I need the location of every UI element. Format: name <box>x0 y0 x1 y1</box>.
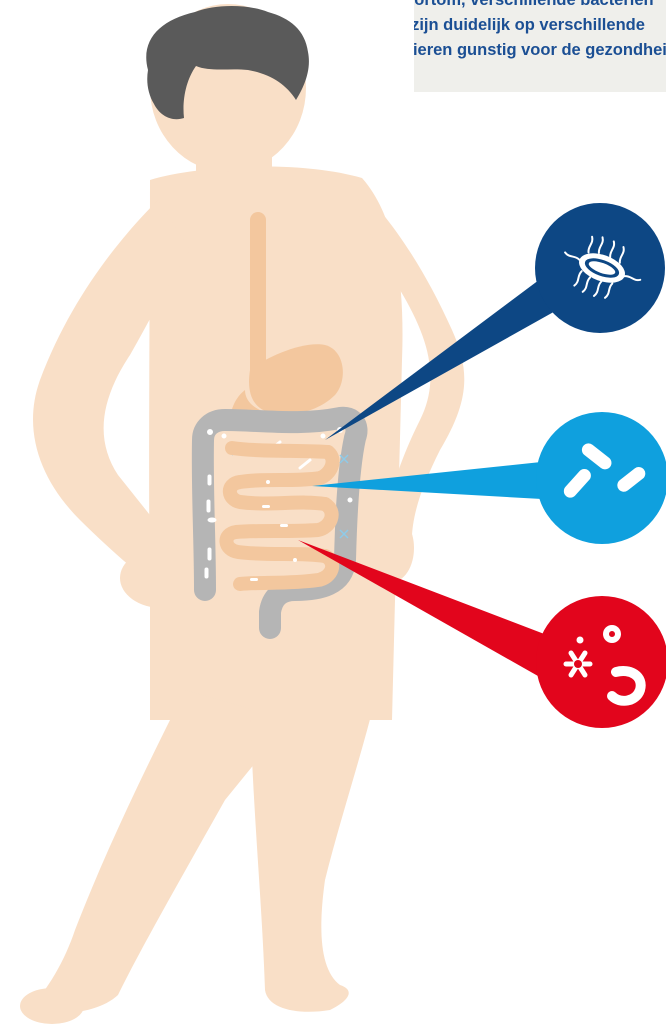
callout-middle-circle <box>536 412 666 544</box>
callout-bottom-circle <box>536 596 666 728</box>
human-body <box>20 4 464 1024</box>
